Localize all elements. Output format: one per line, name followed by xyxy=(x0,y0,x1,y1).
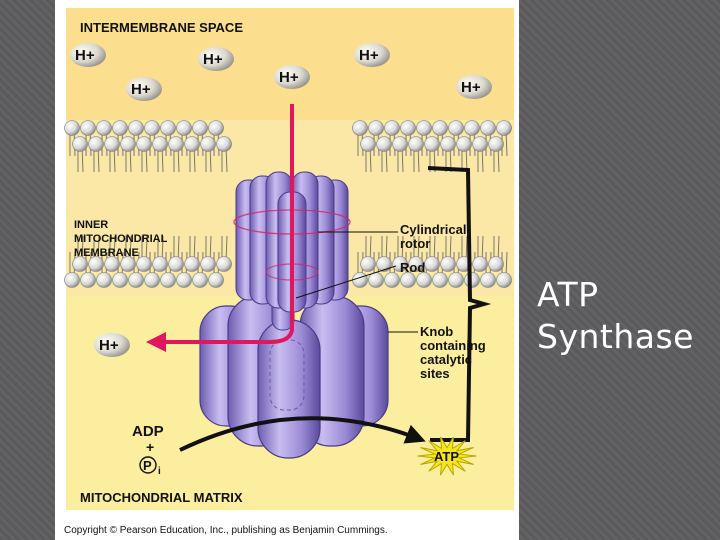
copyright-text: Copyright © Pearson Education, Inc., pub… xyxy=(64,525,388,536)
proton-label: H+ xyxy=(279,69,299,86)
membrane-label-line-3: MEMBRANE xyxy=(74,247,139,259)
plus-label: + xyxy=(146,439,154,455)
knob-label-line-3: catalytic xyxy=(420,352,472,367)
knob-label-line-4: sites xyxy=(420,366,450,381)
proton-label: H+ xyxy=(461,79,481,96)
slide-title-line-1: ATP xyxy=(537,274,717,316)
slide-title: ATP Synthase xyxy=(537,274,717,358)
proton-label: H+ xyxy=(203,51,223,68)
proton-label: H+ xyxy=(131,81,151,98)
atp-label: ATP xyxy=(434,449,459,464)
membrane-label-line-2: MITOCHONDRIAL xyxy=(74,233,168,245)
proton-label: H+ xyxy=(359,47,379,64)
proton-label: H+ xyxy=(75,47,95,64)
rotor-label-line-2: rotor xyxy=(400,236,430,251)
knob-label-line-2: containing xyxy=(420,338,486,353)
rod-label: Rod xyxy=(400,260,425,275)
rotor-label-line-1: Cylindrical xyxy=(400,222,466,237)
knob-label-line-1: Knob xyxy=(420,324,453,339)
adp-label: ADP xyxy=(132,423,164,440)
matrix-label: MITOCHONDRIAL MATRIX xyxy=(80,490,243,505)
proton-label: H+ xyxy=(99,337,119,354)
intermembrane-space-label: INTERMEMBRANE SPACE xyxy=(80,20,243,35)
membrane-label-line-1: INNER xyxy=(74,219,108,231)
slide-title-line-2: Synthase xyxy=(537,316,717,358)
phosphate-label: P xyxy=(143,458,152,473)
phosphate-subscript: i xyxy=(158,466,161,477)
